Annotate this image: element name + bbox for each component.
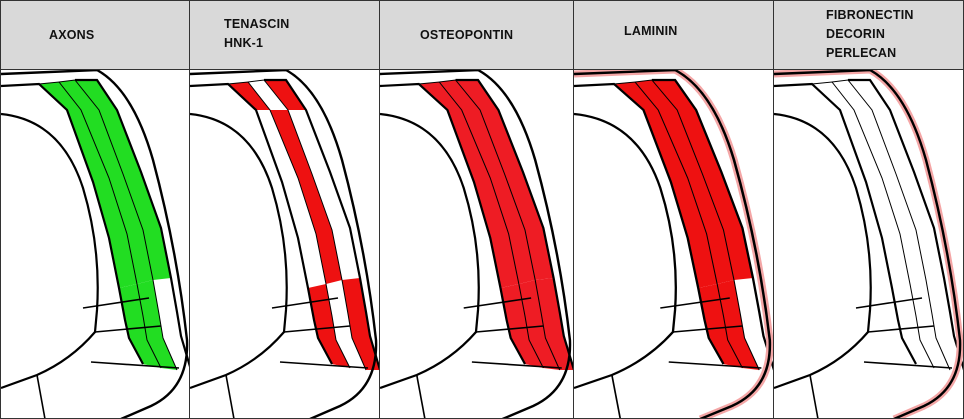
tract-cell [39,80,99,110]
segment-line [90,361,180,369]
panel-label: OSTEOPONTIN [420,26,513,45]
boundary-line [58,79,178,371]
segment-line [225,374,235,419]
spinal-cord-schematic [190,70,379,419]
boundary-line [811,81,935,369]
spinal-cord-schematic [1,70,189,419]
boundary-line [774,82,917,365]
segment-line [471,361,562,369]
tract-cell [535,278,573,370]
tract-cell [439,80,499,110]
label-line: OSTEOPONTIN [420,28,514,42]
tract-cell [342,278,379,370]
tract-cell [59,80,117,110]
label-line: TENASCIN [224,17,290,31]
schematic-group [774,70,963,419]
grey-matter-outline [190,112,288,390]
tract-cell [418,80,481,110]
boundary-line [418,81,544,369]
boundary-line [190,82,333,365]
segment-line [94,325,162,333]
grey-matter-outline [1,112,99,390]
panel-axons: AXONS [0,0,190,419]
spinal-cord-schematic [380,70,573,419]
tract-cell [635,80,697,110]
panel-tenascin: TENASCIN HNK-1 [190,0,380,419]
segment-line [475,325,544,333]
boundary-line [227,81,351,369]
segment-line [82,297,150,309]
tract-cell [248,80,306,110]
label-line: DECORIN [826,27,886,41]
panel-header: TENASCIN HNK-1 [190,0,379,70]
tract-cell [677,110,753,280]
grey-matter-outline [380,112,480,390]
segment-line [611,374,622,419]
panel-label: FIBRONECTIN DECORIN PERLECAN [826,6,914,63]
segment-line [415,374,426,419]
panel-label: TENASCIN HNK-1 [224,15,290,53]
label-line: HNK-1 [224,36,264,50]
tract-cell [614,80,678,110]
pia-outline [574,70,772,419]
segment-line [660,297,730,309]
segment-line [36,374,46,419]
panel-osteopontin: OSTEOPONTIN [380,0,574,419]
grey-matter-outline [574,112,677,390]
spinal-cord-schematic [774,70,963,419]
panel-header: LAMININ [574,0,773,70]
tract-cell [67,110,137,288]
segment-line [672,325,743,333]
segment-line [867,325,935,333]
panel-label: AXONS [49,26,94,45]
segment-line [863,361,953,369]
pia-outline [190,70,378,419]
panel-header: OSTEOPONTIN [380,0,573,70]
boundary-line [651,78,773,371]
boundary-line [439,79,561,371]
boundary-line [247,79,367,371]
pia-outline [380,70,572,419]
schematic-group [1,70,189,419]
segment-line [809,374,819,419]
boundary-line [455,78,573,371]
grey-matter-outline [774,112,872,390]
label-line: PERLECAN [826,46,897,60]
tract-cell [643,110,718,288]
segment-line [279,361,369,369]
boundary-line [264,78,379,371]
panel-label: LAMININ [624,22,677,41]
segment-line [855,297,923,309]
boundary-line [1,82,144,365]
label-line: LAMININ [624,24,678,38]
boundary-line [613,81,743,369]
boundary-line [634,79,760,371]
schematic-group [380,70,573,419]
panel-header: AXONS [1,0,189,70]
boundary-line [75,78,189,368]
boundary-line [380,82,526,365]
panel-header: FIBRONECTIN DECORIN PERLECAN [774,0,963,70]
spinal-cord-schematic [574,70,773,419]
tract-cell [99,110,171,280]
panel-fibronectin: FIBRONECTIN DECORIN PERLECAN [774,0,964,419]
boundary-line [38,81,162,369]
tract-cell [447,110,519,288]
segment-line [668,361,762,369]
segment-line [463,297,532,309]
boundary-line [831,79,951,371]
boundary-line [574,82,725,365]
pia-outline [774,70,962,419]
segment-line [271,297,339,309]
boundary-line [848,78,963,371]
panel-laminin: LAMININ [574,0,774,419]
pia-outline [1,70,189,419]
schematic-group [574,70,773,419]
tract-cell [480,110,554,280]
label-line: FIBRONECTIN [826,8,914,22]
schematic-group [190,70,379,419]
label-line: AXONS [49,28,95,42]
segment-line [283,325,351,333]
